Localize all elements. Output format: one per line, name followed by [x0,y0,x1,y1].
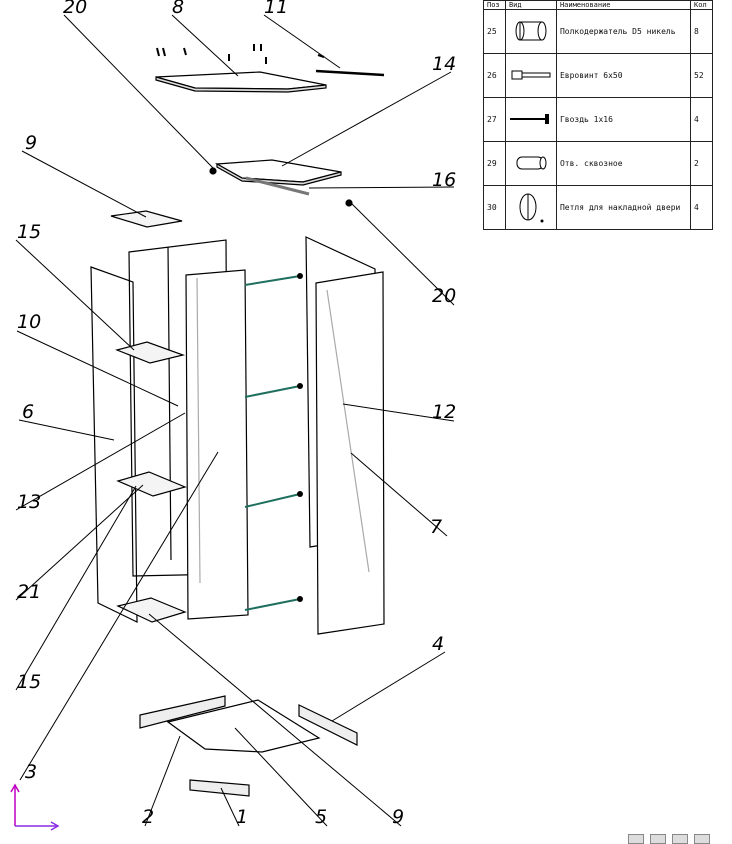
callout-21: 21 [17,581,41,603]
row-qty: 52 [690,53,713,98]
row-pos: 30 [483,185,506,230]
shelf-holder-icon [504,9,557,54]
callout-11: 11 [264,0,288,18]
shelf-bottom [116,597,187,623]
row-qty: 4 [690,185,713,230]
plinth-front-left [139,695,226,729]
cap-20b [345,199,353,207]
row-name: Евровинт 6х50 [555,53,692,98]
header-qty: Кол [690,0,713,10]
rail-11 [315,69,385,77]
callout-14: 14 [432,53,456,75]
row-name: Петля для накладной двери [555,185,692,230]
right-door [315,271,385,635]
fasteners-top [156,44,325,64]
callout-13: 13 [17,491,41,513]
table-row: 26 Евровинт 6х50 52 [483,53,713,98]
row-name: Гвоздь 1х16 [555,97,692,142]
callout-5: 5 [315,806,327,828]
table-row: 27 Гвоздь 1х16 4 [483,97,713,142]
row-name: Отв. сквозное [555,141,692,186]
parts-table-header: Поз Вид Наименование Кол [483,0,713,10]
callout-20-right: 20 [432,285,456,307]
header-view: Вид [504,0,557,10]
callout-3: 3 [25,761,37,783]
row-qty: 8 [690,9,713,54]
left-door [185,269,249,620]
nail-icon [504,97,557,142]
row-pos: 25 [483,9,506,54]
hinge-icon [504,185,557,230]
rail-16 [245,176,310,196]
callout-9-top: 9 [25,132,37,154]
top-shelf-9 [110,210,183,228]
table-row: 25 Полкодержатель D5 никель 8 [483,9,713,54]
hinge-connectors [244,275,301,611]
parts-table: Поз Вид Наименование Кол 25 Полкодержате… [483,0,713,230]
row-pos: 26 [483,53,506,98]
plug-icon [504,141,557,186]
callout-16: 16 [432,169,456,191]
callout-12: 12 [432,401,456,423]
left-side-panel [90,266,138,623]
shelf-middle [116,471,187,497]
callout-20-top: 20 [63,0,87,18]
callout-2: 2 [142,806,154,828]
row-qty: 4 [690,97,713,142]
callout-9-bottom: 9 [392,806,404,828]
roof-panel-edge [155,76,327,93]
callout-7: 7 [430,516,442,538]
row-pos: 27 [483,97,506,142]
ceiling-panel-edge [216,162,342,186]
callout-10: 10 [17,311,41,333]
row-qty: 2 [690,141,713,186]
callout-15-upper: 15 [17,221,41,243]
callout-1: 1 [236,806,248,828]
back-panel-divider [167,246,172,561]
callout-15-lower: 15 [17,671,41,693]
bottom-panel [166,699,321,753]
plinth-1 [189,779,250,797]
header-pos: Поз [483,0,506,10]
callout-6: 6 [22,401,34,423]
shelf-upper [115,341,186,364]
cap-20a [209,167,217,175]
row-name: Полкодержатель D5 никель [555,9,692,54]
ucs-axes-icon [10,783,60,831]
plinth-4 [298,704,358,746]
table-row: 29 Отв. сквозное 2 [483,141,713,186]
euroscrew-icon [504,53,557,98]
leader-lines [15,14,455,827]
callout-8: 8 [172,0,184,18]
row-pos: 29 [483,141,506,186]
table-row: 30 Петля для накладной двери 4 [483,185,713,230]
callout-4: 4 [432,633,444,655]
header-name: Наименование [555,0,692,10]
